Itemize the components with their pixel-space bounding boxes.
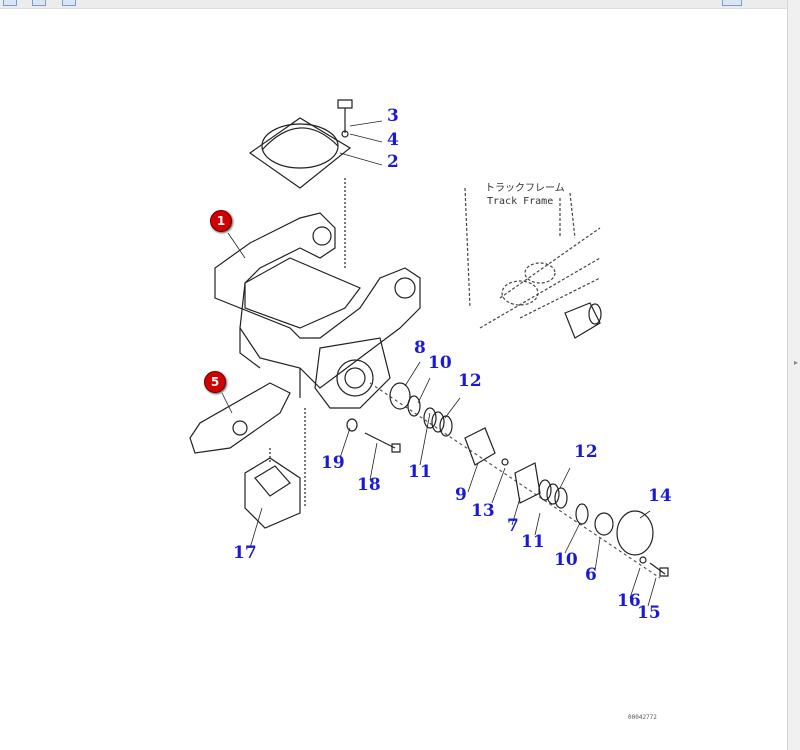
bolt-18-part bbox=[364, 432, 401, 453]
callout-15[interactable]: 15 bbox=[637, 603, 661, 623]
part-14 bbox=[616, 510, 654, 556]
toolbar-button[interactable] bbox=[62, 0, 76, 6]
callout-9[interactable]: 9 bbox=[455, 485, 467, 505]
callout-13[interactable]: 13 bbox=[471, 501, 495, 521]
callout-3[interactable]: 3 bbox=[387, 106, 399, 126]
part-17 bbox=[244, 457, 301, 529]
toolbar-button[interactable] bbox=[32, 0, 46, 6]
viewer-toolbar bbox=[0, 0, 788, 9]
part-9 bbox=[464, 427, 496, 466]
track-frame-label-jp: トラックフレーム bbox=[485, 183, 565, 194]
track-frame-label-en: Track Frame bbox=[487, 196, 554, 207]
callout-11b[interactable]: 11 bbox=[521, 532, 545, 552]
scroll-arrow-icon: ▸ bbox=[793, 358, 798, 367]
parts-diagram bbox=[189, 99, 669, 607]
part-7 bbox=[514, 462, 541, 504]
toolbar-button[interactable] bbox=[722, 0, 742, 6]
callout-11[interactable]: 11 bbox=[408, 462, 432, 482]
callout-12[interactable]: 12 bbox=[458, 371, 482, 391]
bolt-part bbox=[649, 562, 669, 577]
callout-2[interactable]: 2 bbox=[387, 152, 399, 172]
item-marker-1[interactable]: 1 bbox=[210, 210, 232, 232]
callout-8[interactable]: 8 bbox=[414, 338, 426, 358]
track-frame-part bbox=[464, 187, 601, 329]
item-marker-5[interactable]: 5 bbox=[204, 371, 226, 393]
callout-4[interactable]: 4 bbox=[387, 130, 399, 150]
callout-18[interactable]: 18 bbox=[357, 475, 381, 495]
callout-6[interactable]: 6 bbox=[585, 565, 597, 585]
callout-10[interactable]: 10 bbox=[428, 353, 452, 373]
callout-7[interactable]: 7 bbox=[507, 516, 519, 536]
callout-17[interactable]: 17 bbox=[233, 543, 257, 563]
part-8 bbox=[389, 382, 411, 410]
main-bracket-part bbox=[214, 212, 421, 409]
callout-16[interactable]: 16 bbox=[617, 591, 641, 611]
callout-19[interactable]: 19 bbox=[321, 453, 345, 473]
bolt-part bbox=[337, 99, 353, 133]
callout-12b[interactable]: 12 bbox=[574, 442, 598, 462]
part-6 bbox=[594, 512, 614, 536]
callout-14[interactable]: 14 bbox=[648, 486, 672, 506]
vertical-scrollbar[interactable]: ▸ bbox=[787, 0, 800, 750]
cover-plate-part bbox=[248, 117, 352, 189]
callout-10b[interactable]: 10 bbox=[554, 550, 578, 570]
part-5 bbox=[189, 382, 291, 454]
toolbar-button[interactable] bbox=[3, 0, 17, 6]
drawing-code: 00042772 bbox=[628, 714, 657, 721]
